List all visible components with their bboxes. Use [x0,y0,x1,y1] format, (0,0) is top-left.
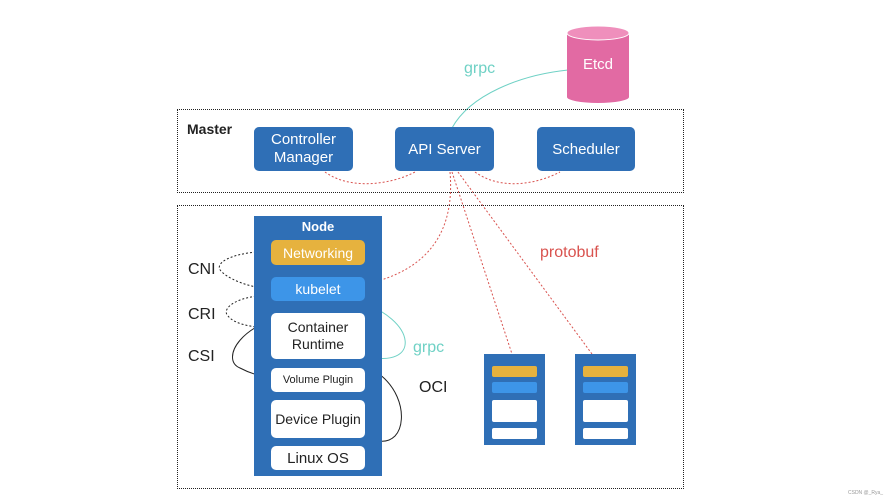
container-runtime-label: Container Runtime [287,319,349,352]
node-3-kubelet-bar [583,382,628,393]
scheduler-label: Scheduler [552,140,620,158]
node-3-os-block [583,428,628,439]
watermark: CSDN @_Rya_ [848,490,884,496]
node-title: Node [301,219,335,234]
controller-manager-label: Controller Manager [270,131,337,166]
master-title: Master [187,121,233,137]
cni-label: CNI [188,261,216,278]
master-region [177,109,684,193]
grpc-top-label: grpc [464,60,496,77]
grpc-link-api-etcd [451,69,569,129]
link-api-scheduler [474,171,561,185]
link-api-node3 [457,171,593,355]
device-plugin-label: Device Plugin [275,411,361,427]
node-2-kubelet-bar [492,382,537,393]
grpc-node-label: grpc [413,339,445,356]
container-runtime-box: Container Runtime [271,313,365,359]
linux-os-label: Linux OS [287,449,349,467]
networking-label: Networking [282,244,354,261]
volume-plugin-label: Volume Plugin [282,374,354,386]
etcd-label: Etcd [582,56,613,73]
scheduler-box: Scheduler [537,127,635,171]
kubelet-label: kubelet [295,281,341,297]
cri-label: CRI [188,306,216,323]
api-server-label: API Server [408,140,481,158]
node-3-runtime-block [583,400,628,422]
protobuf-label: protobuf [540,244,599,261]
node-3-networking-bar [583,366,628,377]
device-plugin-box: Device Plugin [271,400,365,438]
node-2-networking-bar [492,366,537,377]
node-region [177,205,684,489]
kubelet-box: kubelet [271,277,365,301]
node-3 [575,354,636,445]
api-server-box: API Server [395,127,494,171]
node-2-runtime-block [492,400,537,422]
networking-box: Networking [271,240,365,265]
link-controller-api [324,171,416,185]
controller-manager-box: Controller Manager [254,127,353,171]
oci-label: OCI [419,379,448,396]
linux-os-box: Linux OS [271,446,365,470]
volume-plugin-box: Volume Plugin [271,368,365,392]
csi-label: CSI [188,348,215,365]
node-2-os-block [492,428,537,439]
node-2 [484,354,545,445]
